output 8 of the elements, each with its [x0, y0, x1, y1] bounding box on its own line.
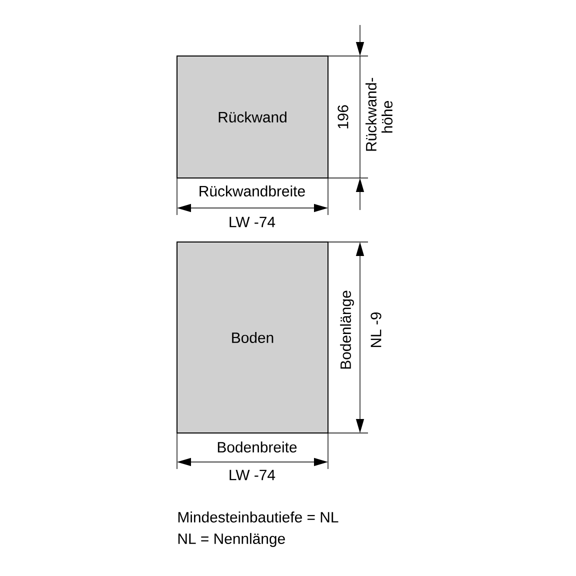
- dimension-text: LW -74: [230, 470, 276, 480]
- dimension-text: Rückwand- höhe: [366, 78, 392, 151]
- panel-box: Rückwand: [176, 56, 328, 178]
- dimension-text: LW -74: [230, 216, 276, 228]
- note-text: Mindesteinbautiefe = NL: [178, 512, 338, 522]
- panel-box: Boden: [176, 242, 328, 434]
- note-text: NL = Nennlänge: [178, 533, 285, 547]
- dimension-text: NL -9: [370, 312, 382, 348]
